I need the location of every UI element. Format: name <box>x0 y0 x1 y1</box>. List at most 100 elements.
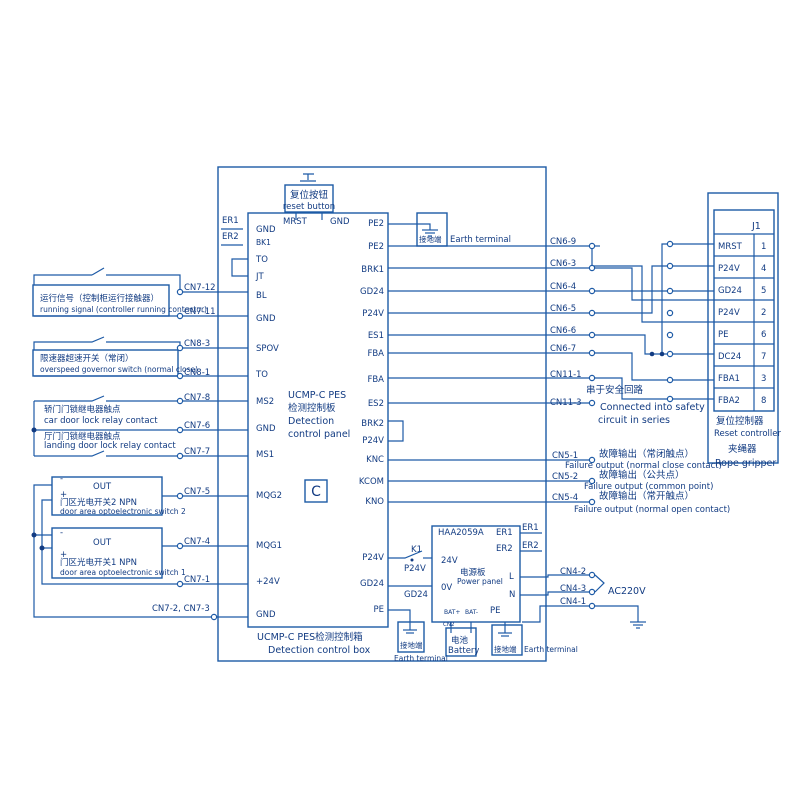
j1-label: J1 <box>751 221 761 232</box>
failure-out-0-en: Failure output (normal close contact) <box>565 461 722 471</box>
j1-row-0-num: 1 <box>761 242 766 252</box>
conn-cn6-3: CN6-3 <box>550 259 576 269</box>
conn-cn11-1: CN11-1 <box>550 370 582 380</box>
pin-left-11: MQG2 <box>256 491 282 501</box>
j1-row-7-num: 8 <box>761 396 766 406</box>
right-pin-labels: PE2 PE2 BRK1 GD24 P24V ES1 FBA FBA ES2 B… <box>359 219 384 615</box>
reset-button-label-en: reset button <box>283 202 335 212</box>
conn-cn5-2: CN5-2 <box>552 472 578 482</box>
power-cn: 电源板 <box>460 567 486 578</box>
battery-en: Battery <box>448 646 479 656</box>
rope-gripper-cn: 夹绳器 <box>728 443 757 455</box>
opt2-label-en: door area optoelectronic switch 2 <box>60 507 186 516</box>
pin-right-6: FBA <box>367 349 384 359</box>
power-bat-plus: BAT+ <box>444 609 460 616</box>
pin-right-9: BRK2 <box>361 419 384 429</box>
pin-left-0: GND <box>256 225 276 235</box>
pin-right-1: PE2 <box>368 242 384 252</box>
pin-right-12: KCOM <box>359 477 384 487</box>
j1-row-1-name: P24V <box>718 264 740 274</box>
k1-label: K1 <box>411 545 422 555</box>
safety-text-cn: 串于安全回路 <box>586 384 644 396</box>
conn-cn5-1: CN5-1 <box>552 451 578 461</box>
opt1-minus: - <box>60 528 63 538</box>
power-0v: 0V <box>441 583 452 593</box>
failure-out-0-cn: 故障输出（常闭触点） <box>599 448 694 460</box>
conn-cn6-9: CN6-9 <box>550 237 576 247</box>
conn-cn6-6: CN6-6 <box>550 326 576 336</box>
left-pin-labels: GND BK1 TO JT BL GND SPOV TO MS2 GND MS1… <box>255 225 282 620</box>
battery-box <box>445 627 477 657</box>
power-l: L <box>509 572 514 582</box>
pin-left-5: GND <box>256 314 276 324</box>
j1-row-7-name: FBA2 <box>718 396 740 406</box>
pin-left-6: SPOV <box>256 344 279 354</box>
opt1-out: OUT <box>93 538 112 548</box>
earth-label-en-b2: Earth terminal <box>524 645 578 654</box>
controller-title-1: UCMP-C PES <box>288 390 346 401</box>
detection-control-panel <box>247 212 389 628</box>
earth-label-cn-b1: 接地端 <box>400 640 423 650</box>
conn-cn5-4: CN5-4 <box>552 493 578 503</box>
opt1-plus: + <box>60 550 67 560</box>
pin-right-11: KNC <box>366 455 384 465</box>
reset-button[interactable] <box>284 173 334 220</box>
pin-right-5: ES1 <box>368 331 384 341</box>
pin-right-3: GD24 <box>360 287 384 297</box>
running-signal-cn: 运行信号（控制柜运行接触器） <box>40 293 159 304</box>
failure-out-1-cn: 故障输出（公共点） <box>599 469 685 481</box>
power-24v: 24V <box>441 556 458 566</box>
conn-cn6-5: CN6-5 <box>550 304 576 314</box>
j1-rows: MRST 1 P24V 4 GD24 5 P24V 2 PE 6 DC24 7 … <box>714 233 774 406</box>
pin-right-14: P24V <box>362 553 384 563</box>
conn-cn7-1: CN7-1 <box>184 575 210 585</box>
power-panel-box <box>431 525 521 623</box>
box-caption-cn: UCMP-C PES检测控制箱 <box>257 631 363 643</box>
car-door-en: car door lock relay contact <box>44 416 158 426</box>
opt2-label-cn: 门区光电开关2 NPN <box>60 497 137 508</box>
k1-p24v: P24V <box>404 564 426 574</box>
earth-label-en-top: Earth terminal <box>450 235 511 245</box>
earth-terminal-bottom-2 <box>491 624 523 656</box>
pin-right-0: PE2 <box>368 219 384 229</box>
car-door-cn: 轿门门锁继电器触点 <box>44 404 121 415</box>
opt1-label-en: door area optoelectronic switch 1 <box>60 568 186 577</box>
opt1-label-cn: 门区光电开关1 NPN <box>60 557 137 568</box>
controller-title-4: control panel <box>288 429 350 440</box>
earth-label-cn-top: 接地端 <box>419 234 442 244</box>
power-cn2: CN2 <box>443 622 454 628</box>
opt2-out: OUT <box>93 482 112 492</box>
pin-right-8: ES2 <box>368 399 384 409</box>
conn-cn6-4: CN6-4 <box>550 282 576 292</box>
er2-label: ER2 <box>222 232 239 242</box>
pin-right-10: P24V <box>362 436 384 446</box>
c-logo: C <box>311 484 321 500</box>
opt2-plus: + <box>60 490 67 500</box>
j1-row-0-name: MRST <box>718 242 743 252</box>
power-er2-out: ER2 <box>522 541 539 551</box>
j1-row-6-name: FBA1 <box>718 374 740 384</box>
power-pe: PE <box>490 606 501 616</box>
failure-out-1-en: Failure output (common point) <box>584 482 713 492</box>
conn-cn8-1: CN8-1 <box>184 368 210 378</box>
conn-cn7-2-3: CN7-2, CN7-3 <box>152 604 210 614</box>
pin-left-10: MS1 <box>256 450 274 460</box>
pin-right-2: BRK1 <box>361 265 384 275</box>
rope-gripper-box <box>707 192 779 464</box>
pin-left-14: GND <box>256 610 276 620</box>
pin-right-16: PE <box>374 605 385 615</box>
c-logo-box <box>304 479 328 503</box>
j1-row-4-num: 6 <box>761 330 766 340</box>
pin-right-13: KNO <box>365 497 384 507</box>
battery-cn: 电池 <box>451 635 469 646</box>
opt2-minus: - <box>60 474 63 484</box>
box-caption-en: Detection control box <box>268 645 371 656</box>
power-er1: ER1 <box>496 528 513 538</box>
landing-door-cn: 厅门门锁继电器触点 <box>44 431 121 442</box>
er1-label: ER1 <box>222 216 239 226</box>
power-n: N <box>509 590 515 600</box>
safety-text-en-1: Connected into safety <box>600 402 705 413</box>
safety-text-en-2: circuit in series <box>598 415 670 426</box>
